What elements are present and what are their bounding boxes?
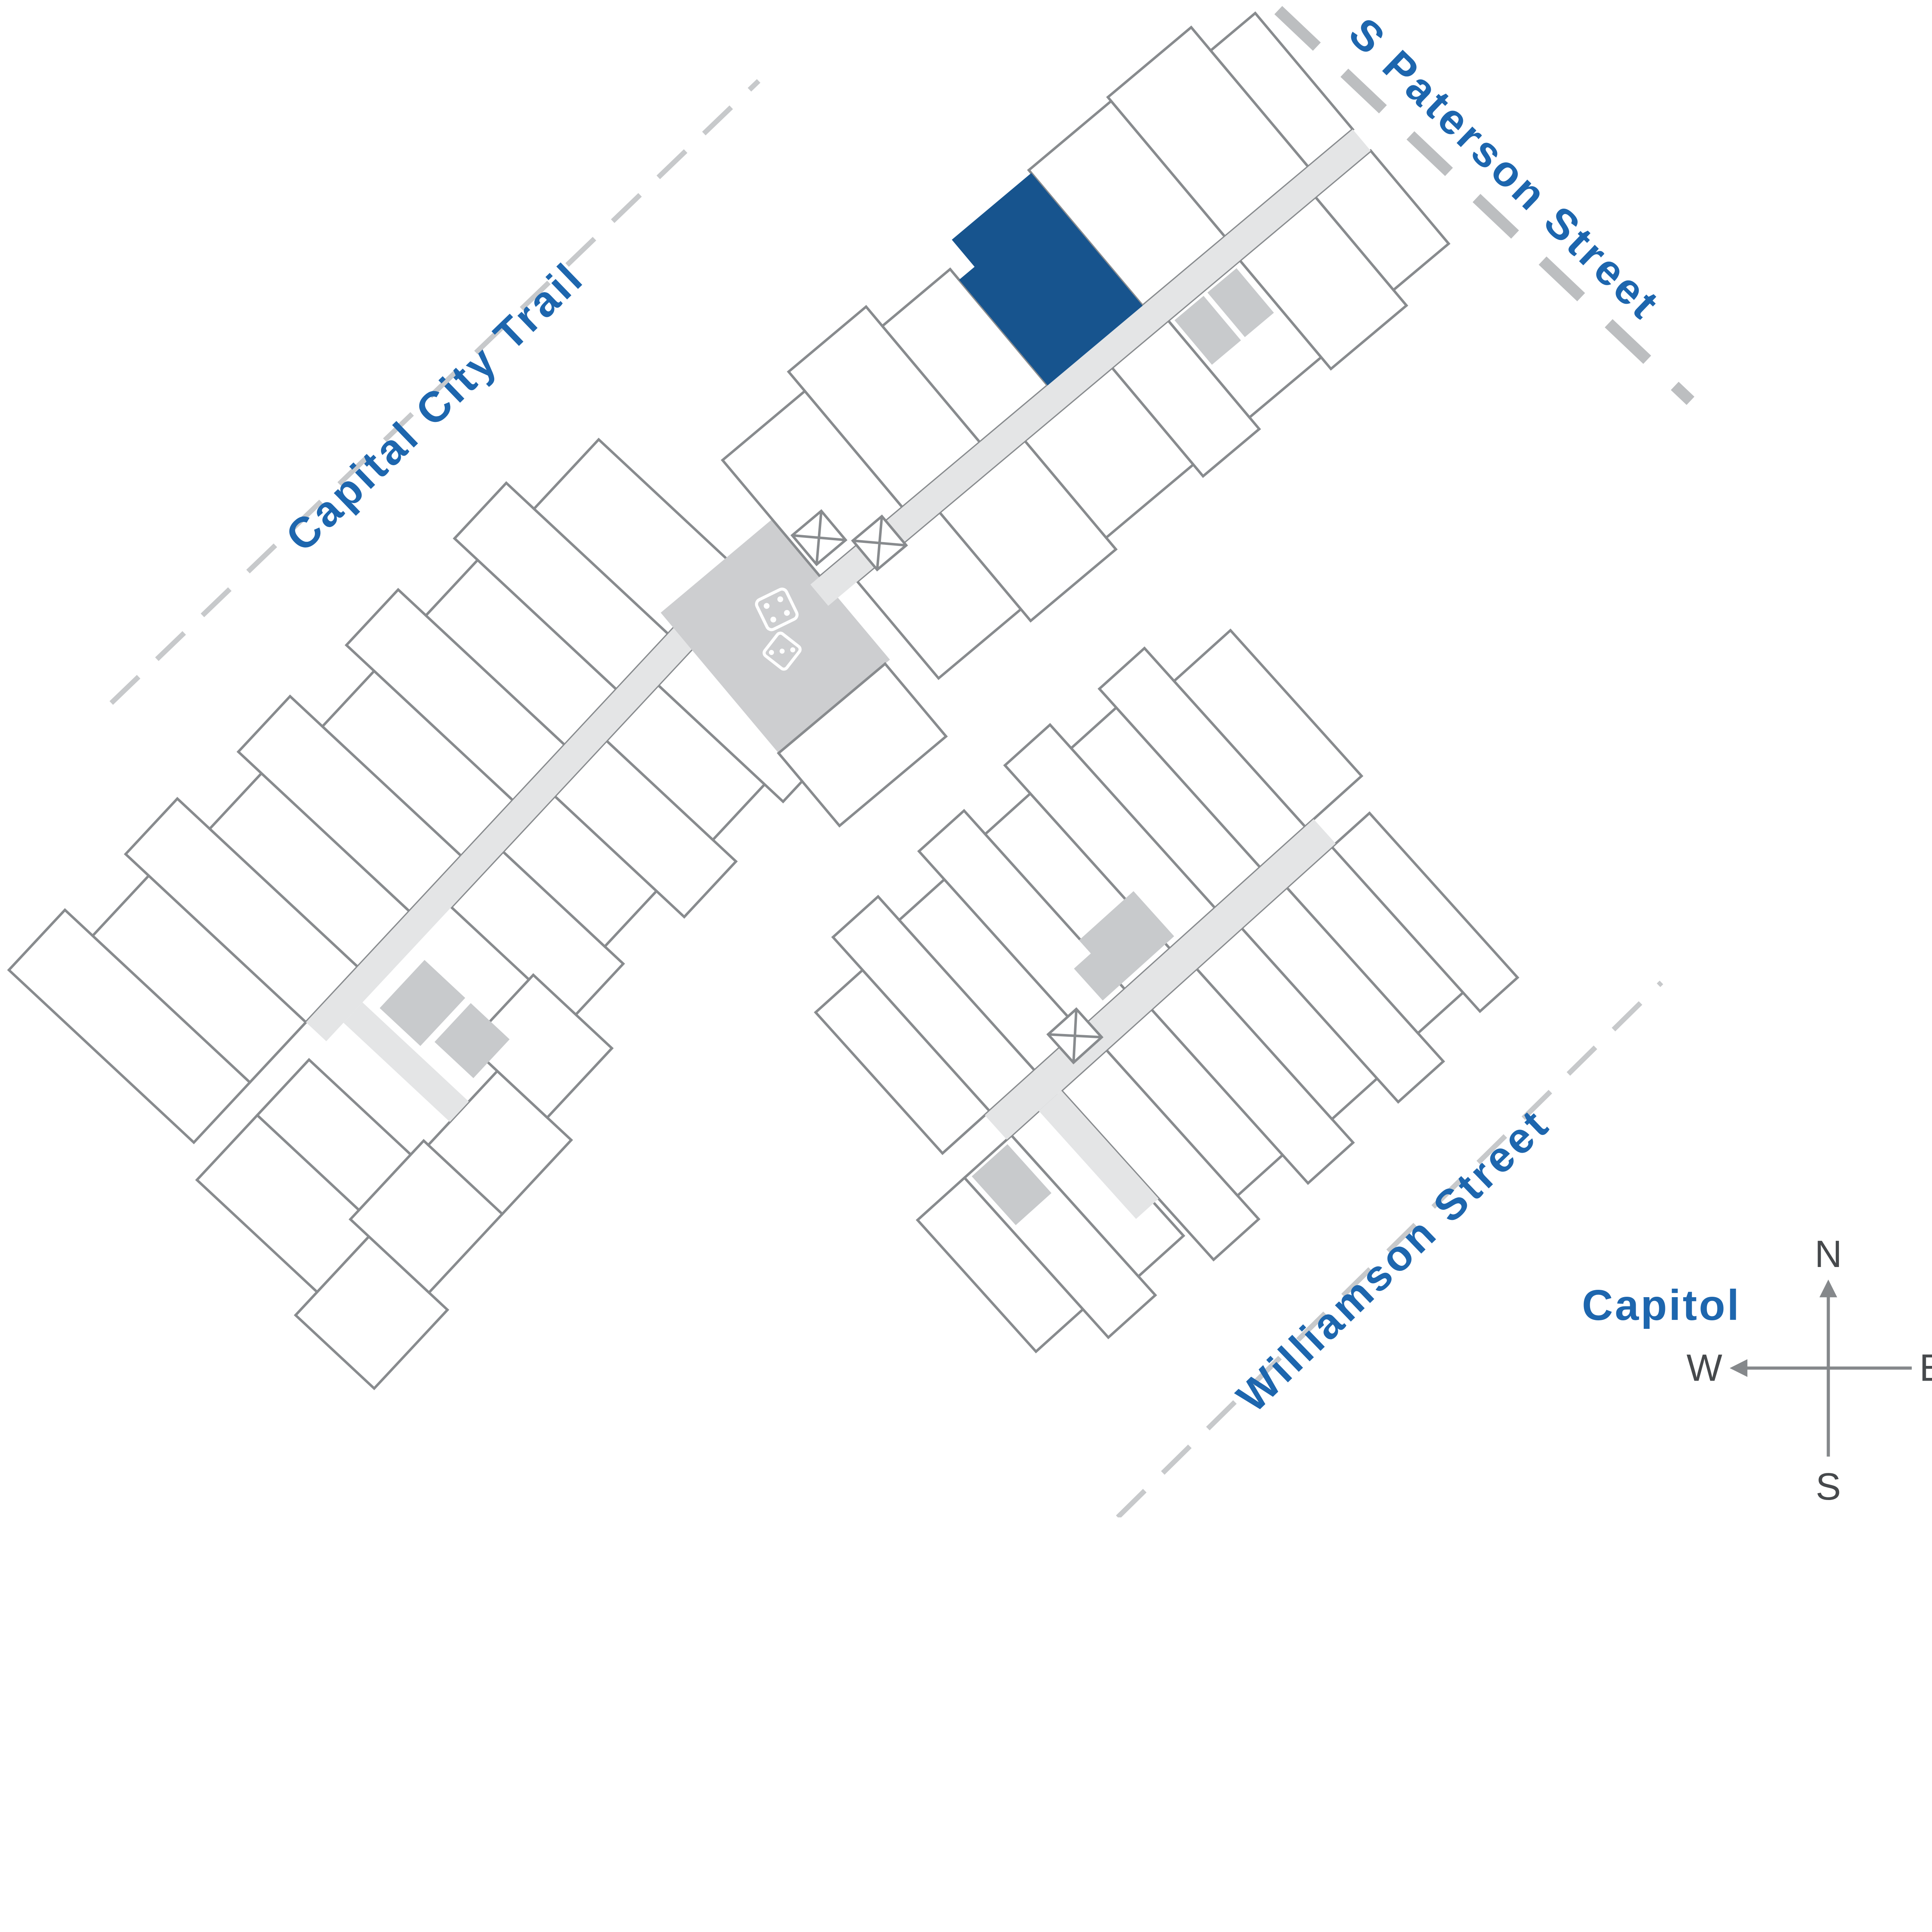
stairs-icon [790,509,848,566]
unit-outline [1209,11,1355,169]
compass-west-arrow-icon [1730,1359,1748,1377]
corridor [344,1002,469,1122]
street-dash-capital-city-trail [109,79,760,705]
unit-outline [467,973,614,1119]
landmark-label-capitol: Capitol [1582,1281,1741,1329]
unit-outline [777,662,948,828]
patio-area [1074,891,1174,1001]
south-building [814,628,1520,1354]
unit-outline [1330,811,1520,1014]
stairs-icon [1046,1007,1104,1065]
street-dash-s-paterson-street [1274,6,1695,405]
corridor [810,129,1371,606]
unit-outline [1172,628,1364,829]
corridor [306,564,753,1041]
north-building [660,11,1451,828]
highlighted-unit[interactable] [936,173,1143,386]
unit-outlines [814,628,1520,1354]
street-dash-williamson-street [1116,980,1663,1517]
patio-area [971,1144,1052,1225]
dice-icon [755,587,802,671]
patio-area [1207,268,1274,337]
compass: N S W E [1687,1233,1932,1508]
site-map-svg: Capital City Trail S Paterson Street Wil… [7,6,1932,1517]
patio-area [434,1003,510,1078]
patio-area [379,960,465,1046]
compass-north-arrow-icon [1819,1279,1837,1298]
compass-label-west: W [1687,1346,1723,1389]
compass-label-south: S [1816,1465,1841,1508]
site-map: Capital City Trail S Paterson Street Wil… [7,6,1932,1517]
corridor [1039,1090,1159,1219]
compass-label-east: E [1919,1346,1932,1389]
compass-label-north: N [1815,1233,1842,1275]
stairs-icon [851,514,908,572]
patio-area [1174,296,1241,365]
